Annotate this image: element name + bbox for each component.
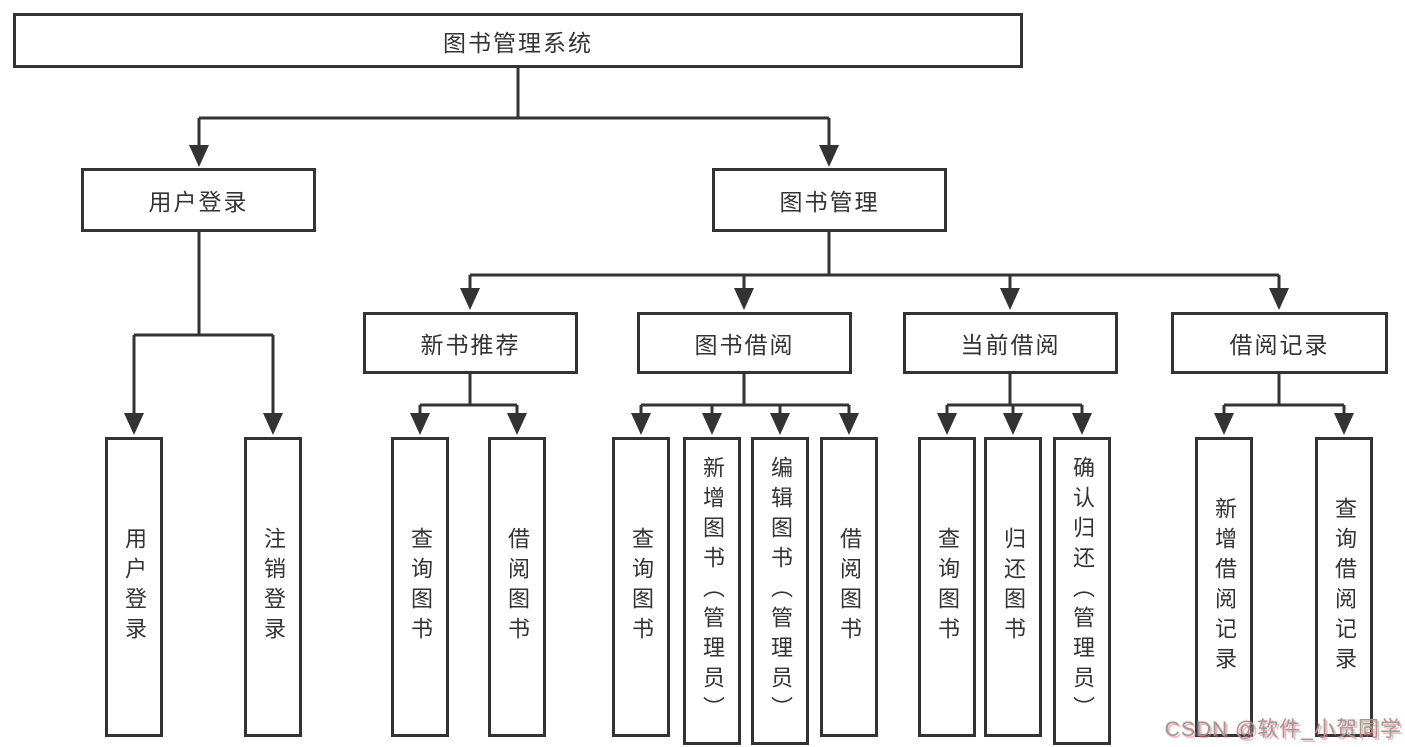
arrowheads [124, 145, 1354, 435]
leaf-add-borrow-record: 新增借阅记录 [1195, 437, 1253, 737]
node-user-login-label: 用户登录 [148, 189, 249, 215]
leaf-query-books-current-label: 查询图书 [935, 527, 960, 647]
leaf-add-borrow-record-label: 新增借阅记录 [1212, 497, 1237, 677]
node-library-system-label: 图书管理系统 [443, 29, 593, 56]
leaf-logout-label: 注销登录 [261, 527, 286, 647]
leaf-confirm-return-admin-label: 确认归还（管理员） [1070, 456, 1095, 726]
leaf-edit-book-admin: 编辑图书（管理员） [751, 437, 809, 745]
node-book-borrowing: 图书借阅 [637, 312, 852, 374]
leaf-borrow-books-recommend-label: 借阅图书 [505, 527, 530, 647]
leaf-query-books-recommend: 查询图书 [391, 437, 449, 737]
leaf-return-book-label: 归还图书 [1001, 527, 1026, 647]
leaf-edit-book-admin-label: 编辑图书（管理员） [768, 456, 793, 726]
leaf-user-login-label: 用户登录 [122, 527, 147, 647]
node-new-book-recommend: 新书推荐 [363, 312, 578, 374]
leaf-borrow-books-borrowing-label: 借阅图书 [837, 527, 862, 647]
node-book-borrowing-label: 图书借阅 [694, 332, 795, 358]
node-book-management-label: 图书管理 [779, 189, 880, 215]
leaf-query-books-borrowing: 查询图书 [612, 437, 670, 737]
node-book-management: 图书管理 [712, 168, 947, 232]
leaf-query-books-borrowing-label: 查询图书 [629, 527, 654, 647]
node-borrowing-records-label: 借阅记录 [1229, 332, 1330, 358]
leaf-query-books-current: 查询图书 [918, 437, 976, 737]
csdn-watermark: CSDN @软件_小贺同学 [1164, 718, 1402, 741]
leaf-borrow-books-borrowing: 借阅图书 [820, 437, 878, 737]
node-current-borrowing: 当前借阅 [903, 312, 1118, 374]
leaf-add-book-admin: 新增图书（管理员） [683, 437, 741, 745]
leaf-add-book-admin-label: 新增图书（管理员） [700, 456, 725, 726]
node-borrowing-records: 借阅记录 [1171, 312, 1388, 374]
node-user-login: 用户登录 [81, 168, 316, 232]
node-library-system: 图书管理系统 [13, 13, 1023, 68]
leaf-query-borrow-record: 查询借阅记录 [1315, 437, 1373, 737]
node-new-book-recommend-label: 新书推荐 [420, 332, 521, 358]
leaf-return-book: 归还图书 [984, 437, 1042, 737]
leaf-confirm-return-admin: 确认归还（管理员） [1053, 437, 1111, 745]
leaf-query-borrow-record-label: 查询借阅记录 [1332, 497, 1357, 677]
leaf-query-books-recommend-label: 查询图书 [408, 527, 433, 647]
leaf-logout: 注销登录 [244, 437, 302, 737]
leaf-borrow-books-recommend: 借阅图书 [488, 437, 546, 737]
node-current-borrowing-label: 当前借阅 [960, 332, 1061, 358]
leaf-user-login: 用户登录 [105, 437, 163, 737]
